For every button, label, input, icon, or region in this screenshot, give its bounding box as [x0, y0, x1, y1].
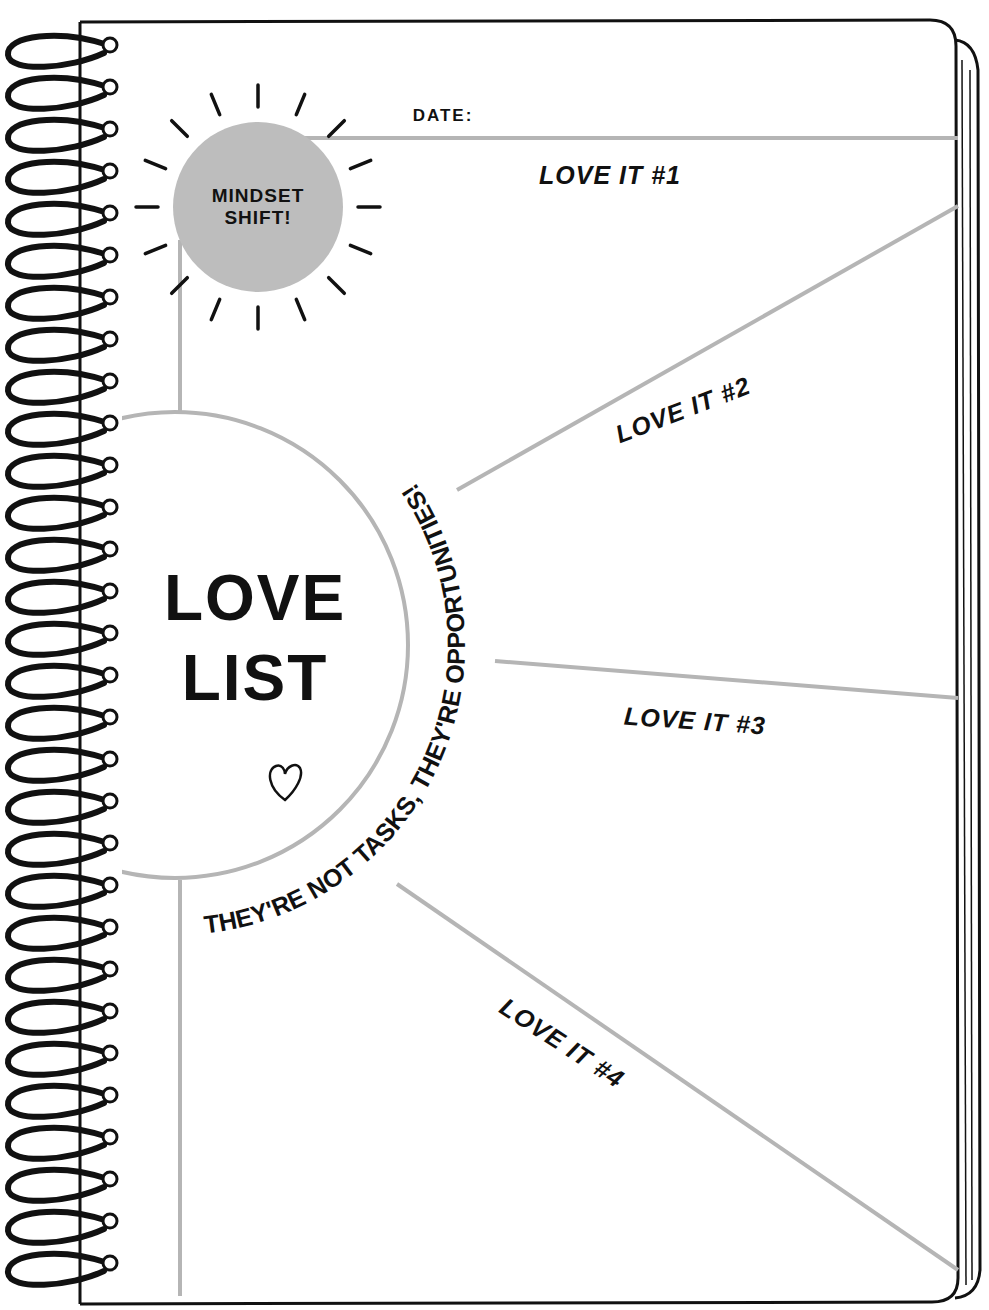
- spiral-coil: [8, 540, 108, 571]
- spiral-hole: [103, 962, 117, 976]
- spiral-coil: [8, 918, 108, 949]
- spiral-hole: [103, 668, 117, 682]
- spiral-coil: [8, 1254, 108, 1285]
- slogan-path-text: THEY'RE NOT TASKS, THEY'RE OPPORTUNITIES…: [202, 479, 470, 938]
- sun-disc: [173, 122, 343, 292]
- spiral-hole: [103, 122, 117, 136]
- page-edge: [970, 70, 972, 1280]
- spiral-coil: [8, 36, 108, 67]
- spiral-hole: [103, 80, 117, 94]
- circle-stroke: [122, 412, 408, 878]
- spiral-coil: [8, 1086, 108, 1117]
- spiral-coil: [8, 792, 108, 823]
- spiral-coil: [8, 330, 108, 361]
- spiral-coil: [8, 750, 108, 781]
- spiral-coil: [8, 1170, 108, 1201]
- spiral-coil: [8, 456, 108, 487]
- spiral-coil: [8, 414, 108, 445]
- spiral-hole: [103, 38, 117, 52]
- spiral-hole: [103, 710, 117, 724]
- spiral-coil: [8, 876, 108, 907]
- spiral-hole: [103, 1214, 117, 1228]
- love-list-circle: LOVE LIST THEY'RE NOT TASKS, THEY'RE OPPO…: [122, 410, 422, 880]
- spiral-hole: [103, 458, 117, 472]
- spiral-hole: [103, 416, 117, 430]
- grey-rules: [180, 138, 958, 1296]
- spiral-hole: [103, 920, 117, 934]
- spiral-coil: [8, 78, 108, 109]
- slogan-arc: THEY'RE NOT TASKS, THEY'RE OPPORTUNITIES…: [122, 410, 123, 411]
- spiral-coil: [8, 1002, 108, 1033]
- sun-rays: [136, 85, 380, 329]
- spiral-hole: [103, 794, 117, 808]
- spiral-coil: [8, 1044, 108, 1075]
- spiral-hole: [103, 374, 117, 388]
- spiral-hole: [103, 752, 117, 766]
- spiral-coil: [8, 204, 108, 235]
- spiral-coil: [8, 708, 108, 739]
- spiral-coil: [8, 288, 108, 319]
- spiral-hole: [103, 500, 117, 514]
- spiral-hole: [103, 248, 117, 262]
- spiral-coil: [8, 1128, 108, 1159]
- spiral-coil: [8, 834, 108, 865]
- mindset-text: MINDSET SHIFT!: [198, 185, 318, 229]
- spiral-hole: [103, 1088, 117, 1102]
- spiral-hole: [103, 1130, 117, 1144]
- spiral-coil: [8, 498, 108, 529]
- spiral-hole: [103, 1256, 117, 1270]
- spiral-hole: [103, 164, 117, 178]
- heart-doodle: [270, 765, 301, 800]
- spiral-hole: [103, 332, 117, 346]
- spiral-coil: [8, 666, 108, 697]
- spiral-hole: [103, 206, 117, 220]
- love-list-title: LOVE LIST: [150, 558, 360, 718]
- spiral-hole: [103, 1004, 117, 1018]
- date-label: DATE:: [413, 106, 474, 126]
- spiral-hole: [103, 290, 117, 304]
- spiral-hole: [103, 1172, 117, 1186]
- spiral-hole: [103, 1046, 117, 1060]
- spiral-hole: [103, 878, 117, 892]
- slogan-text: THEY'RE NOT TASKS, THEY'RE OPPORTUNITIES…: [202, 479, 470, 938]
- section-label: LOVE IT #1: [539, 161, 681, 190]
- spiral-hole: [103, 626, 117, 640]
- spiral-coil: [8, 1212, 108, 1243]
- spiral-hole: [103, 542, 117, 556]
- spiral-coil: [8, 246, 108, 277]
- spiral-hole: [103, 836, 117, 850]
- mindset-circle: MINDSET SHIFT!: [173, 122, 343, 292]
- spiral-coil: [8, 120, 108, 151]
- page-edge: [962, 60, 966, 1285]
- spiral-coil: [8, 582, 108, 613]
- notebook-outline: [80, 20, 958, 1304]
- spiral-binding: [8, 36, 117, 1285]
- spiral-hole: [103, 584, 117, 598]
- spiral-coil: [8, 960, 108, 991]
- spiral-coil: [8, 162, 108, 193]
- spiral-coil: [8, 372, 108, 403]
- spiral-coil: [8, 624, 108, 655]
